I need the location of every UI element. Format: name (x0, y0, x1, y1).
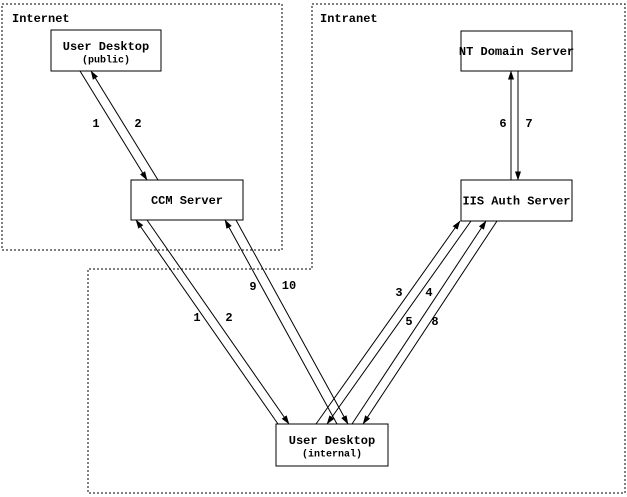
edge-label-6: 6 (499, 117, 506, 131)
edge-label-7: 7 (525, 117, 532, 131)
iis-auth-server-box (460, 179, 573, 222)
edge-msg8-iis-to-internal-desktop (362, 220, 498, 425)
edge-label-9: 9 (249, 280, 256, 294)
edge-msg9-internal-desktop-to-ccm (224, 219, 338, 425)
edge-label-2: 2 (225, 311, 232, 325)
user-desktop-public-box (50, 29, 162, 72)
edge-msg1-public-desktop-to-ccm (79, 70, 148, 181)
edge-msg2-ccm-to-public-desktop (90, 70, 159, 181)
edge-msg2-ccm-to-internal-desktop (146, 219, 290, 425)
ccm-server-label: CCM Server (151, 194, 223, 208)
edge-label-1: 1 (92, 117, 99, 131)
edge-label-10: 10 (282, 279, 296, 293)
edge-label-3: 3 (395, 286, 402, 300)
ccm-server-box (130, 179, 244, 221)
edge-msg3-internal-desktop-to-iis (315, 220, 461, 425)
edge-label-8: 8 (431, 315, 438, 329)
intranet-zone-border (87, 3, 626, 494)
edge-msg10-ccm-to-internal-desktop (235, 219, 349, 425)
edge-msg4-iis-to-internal-desktop (326, 220, 472, 425)
intranet-zone-label: Intranet (320, 12, 378, 26)
nt-domain-server-label: NT Domain Server (459, 45, 574, 59)
edge-label-5: 5 (405, 315, 412, 329)
internet-zone-border (1, 3, 283, 251)
user-desktop-internal-box (275, 423, 389, 467)
node-nt-domain-server: NT Domain Server (459, 30, 574, 72)
nt-domain-server-box (460, 30, 573, 72)
user-desktop-internal-sublabel: (internal) (302, 449, 362, 461)
user-desktop-public-label: User Desktop (63, 40, 149, 54)
edge-label-2: 2 (134, 117, 141, 131)
iis-auth-server-label: IIS Auth Server (462, 195, 570, 209)
node-user-desktop-internal: User Desktop(internal) (275, 423, 389, 467)
user-desktop-internal-label: User Desktop (289, 434, 375, 448)
edge-msg1-internal-desktop-to-ccm (135, 219, 279, 425)
edge-msg5-internal-desktop-to-iis (351, 220, 487, 425)
node-iis-auth-server: IIS Auth Server (460, 179, 573, 222)
node-user-desktop-public: User Desktop(public) (50, 29, 162, 72)
internet-zone-label: Internet (12, 12, 70, 26)
edge-label-1: 1 (193, 311, 200, 325)
node-ccm-server: CCM Server (130, 179, 244, 221)
edge-label-4: 4 (425, 286, 432, 300)
user-desktop-public-sublabel: (public) (82, 55, 130, 67)
